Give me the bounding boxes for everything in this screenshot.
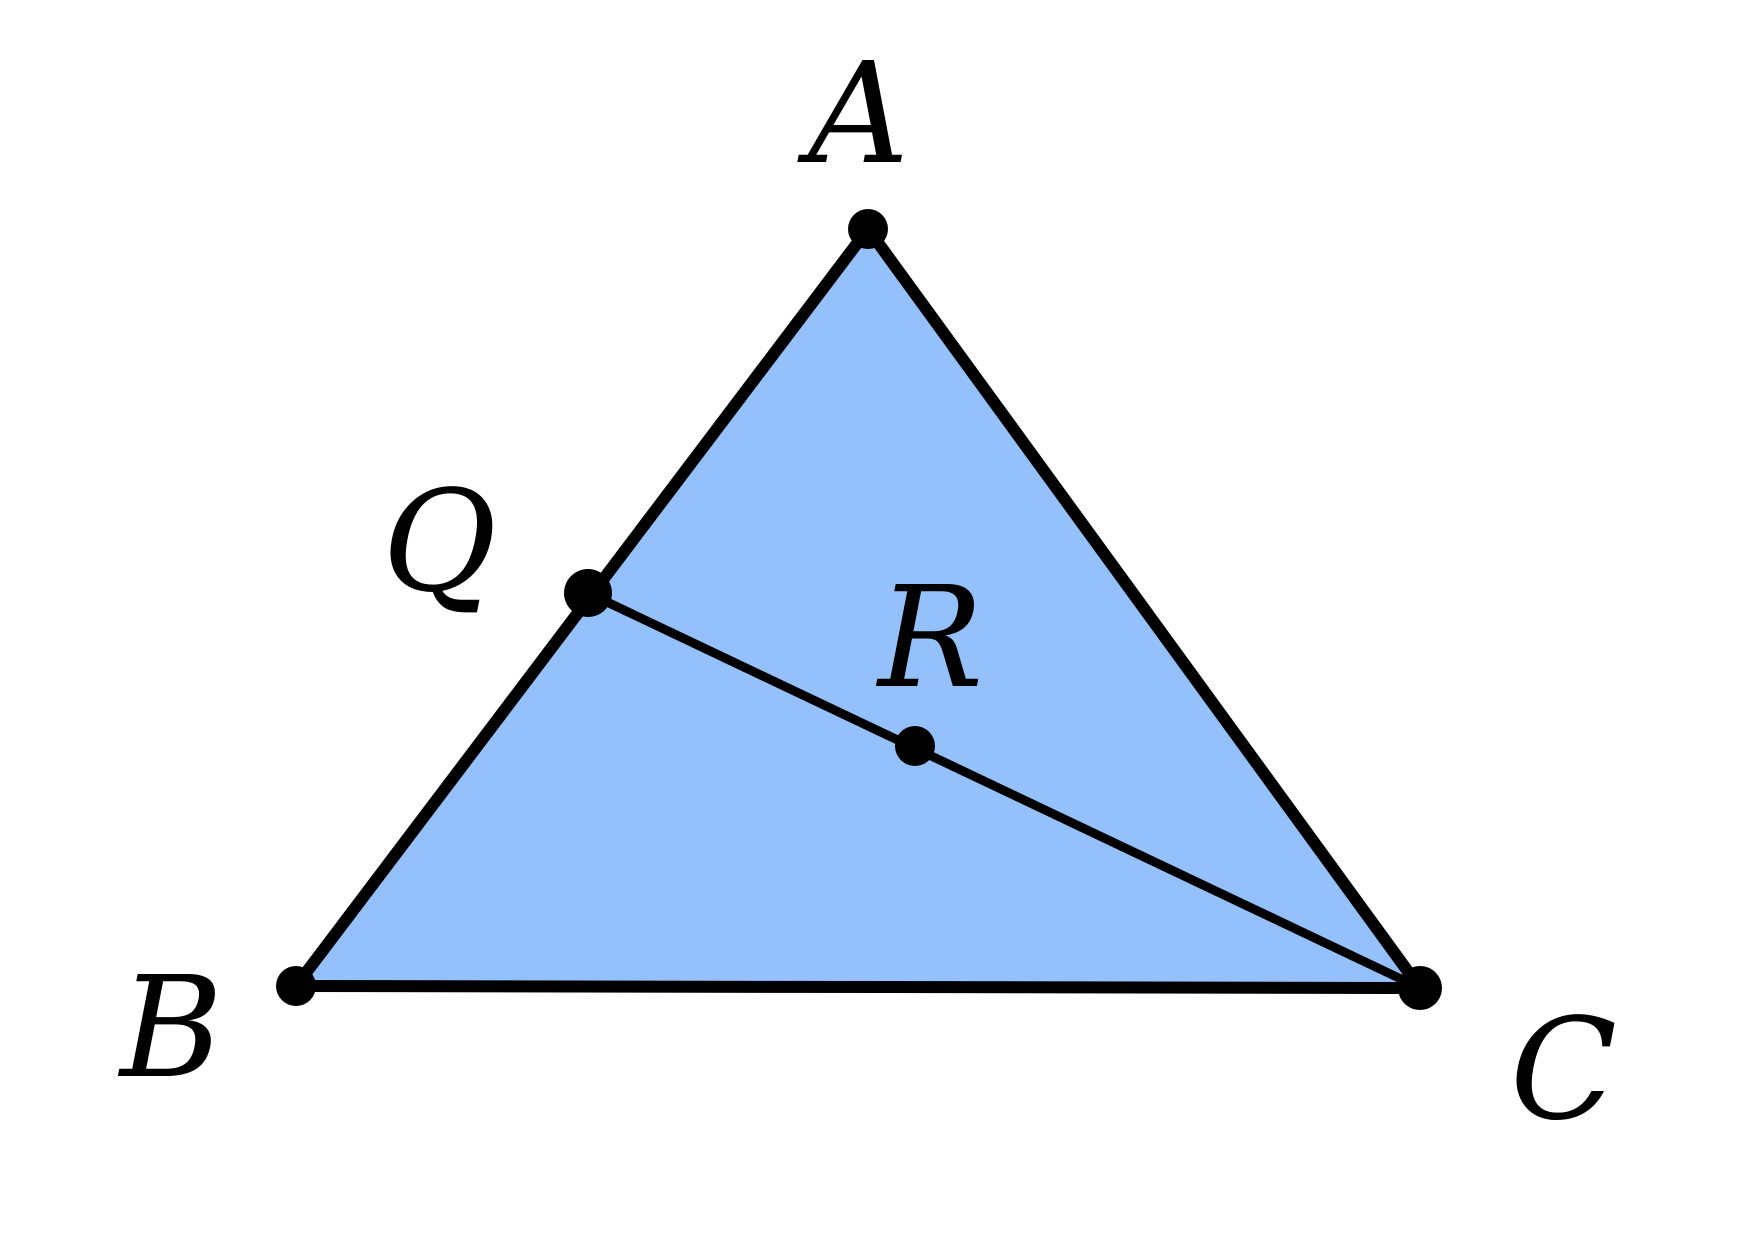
segment-bc — [290, 980, 1426, 994]
point-a — [848, 209, 888, 249]
point-b — [276, 966, 316, 1006]
label-b: B — [117, 947, 223, 1110]
label-r: R — [875, 557, 983, 720]
label-a: A — [797, 33, 909, 196]
point-c — [1398, 966, 1442, 1010]
segment-ac — [862, 223, 1426, 994]
segment-qc — [583, 588, 1425, 993]
point-r — [895, 726, 935, 766]
label-q: Q — [382, 461, 497, 624]
point-q — [564, 569, 612, 617]
label-c: C — [1510, 989, 1617, 1152]
triangle-abc-fill — [296, 229, 1420, 988]
